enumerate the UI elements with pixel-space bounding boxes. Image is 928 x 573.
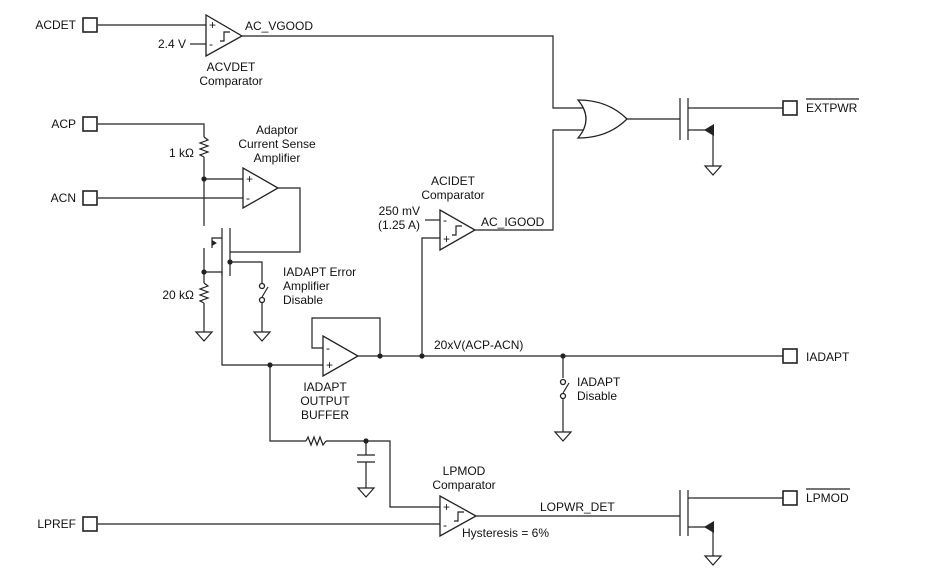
iadapt-disable-caption-line2: Disable (577, 389, 617, 403)
or-gate-icon (576, 99, 628, 139)
amp-triangle: + - (242, 166, 280, 210)
pin-acdet-label: ACDET (35, 18, 76, 32)
pin-extpwr-label: EXTPWR (806, 101, 858, 115)
extpwr-mosfet-icon (679, 98, 714, 140)
pin-acp-label: ACP (51, 117, 76, 131)
pin-iadapt-label: IADAPT (806, 350, 850, 364)
sign-minus: - (443, 213, 447, 227)
amp-caption-line2: Current Sense (238, 137, 316, 151)
amp-caption-line3: Amplifier (254, 151, 301, 165)
lpmod-mosfet-icon (679, 490, 714, 536)
acvdet-comparator: + - (205, 13, 244, 58)
pin-iadapt-box (782, 348, 798, 364)
sign-minus: - (209, 37, 213, 51)
junction-dots (201, 176, 566, 444)
amp-caption-line1: Adaptor (256, 123, 298, 137)
resistor-20k (198, 282, 210, 304)
ref-2-4v-label: 2.4 V (158, 37, 186, 51)
pin-lpmod-label: LPMOD (806, 491, 849, 505)
sign-plus: + (209, 18, 216, 32)
ground-icon (356, 487, 376, 498)
sign-plus: + (246, 172, 253, 186)
sign-plus: + (326, 358, 333, 372)
ref-250mv-label: 250 mV (379, 204, 420, 218)
lpmod-comparator: + - (439, 494, 478, 538)
err-disable-caption-line2: Amplifier (283, 279, 330, 293)
switch-icons (258, 282, 570, 400)
acvdet-caption-line2: Comparator (199, 74, 262, 88)
iadapt-disable-caption-line1: IADAPT (577, 375, 621, 389)
pin-acn-box (82, 190, 98, 206)
acidet-comparator: - + (439, 208, 477, 252)
error-amp-switch-icon (258, 282, 269, 304)
pin-acn-label: ACN (51, 191, 76, 205)
sign-minus: - (246, 191, 250, 205)
hysteresis-label: Hysteresis = 6% (462, 526, 549, 540)
resistor-filter (305, 435, 327, 447)
capacitor-icon (357, 454, 375, 463)
pin-boxes (82, 17, 798, 532)
buffer-caption-line1: IADAPT (303, 380, 347, 394)
ground-icon (703, 165, 723, 176)
pin-lpref-label: LPREF (37, 517, 76, 531)
pin-acdet-box (82, 17, 98, 33)
ac-igood-label: AC_IGOOD (481, 215, 545, 229)
resistors (198, 136, 327, 447)
err-disable-caption-line1: IADAPT Error (283, 265, 356, 279)
sense-mosfet-icon (211, 228, 223, 276)
sign-plus: + (443, 500, 450, 514)
lopwr-det-label: LOPWR_DET (540, 500, 615, 514)
pin-extpwr-box (782, 100, 798, 116)
sign-minus: - (326, 341, 330, 355)
pin-lpmod-box (782, 490, 798, 506)
iadapt-switch-icon (559, 378, 570, 400)
lpmod-caption-line1: LPMOD (443, 464, 486, 478)
ac-vgood-label: AC_VGOOD (245, 19, 313, 33)
acidet-caption-line1: ACIDET (431, 174, 476, 188)
buffer-triangle: - + (322, 334, 360, 378)
ground-icon (194, 331, 214, 342)
ground-icon (252, 331, 272, 342)
buffer-caption-line3: BUFFER (301, 408, 349, 422)
pin-lpref-box (82, 516, 98, 532)
sign-minus: - (443, 518, 447, 532)
sign-plus: + (443, 232, 450, 246)
resistor-1k (198, 136, 210, 158)
r-1k-label: 1 kΩ (169, 146, 194, 160)
ground-icon (703, 555, 723, 566)
gain-expr-label: 20xV(ACP-ACN) (434, 338, 523, 352)
lpmod-caption-line2: Comparator (432, 478, 495, 492)
acidet-caption-line2: Comparator (421, 188, 484, 202)
ref-1-25a-label: (1.25 A) (378, 218, 420, 232)
ground-icons (194, 165, 723, 566)
buffer-caption-line2: OUTPUT (300, 394, 350, 408)
pin-acp-box (82, 116, 98, 132)
r-20k-label: 20 kΩ (162, 288, 194, 302)
acvdet-caption-line1: ACVDET (207, 60, 256, 74)
err-disable-caption-line3: Disable (283, 293, 323, 307)
ground-icon (553, 431, 573, 442)
